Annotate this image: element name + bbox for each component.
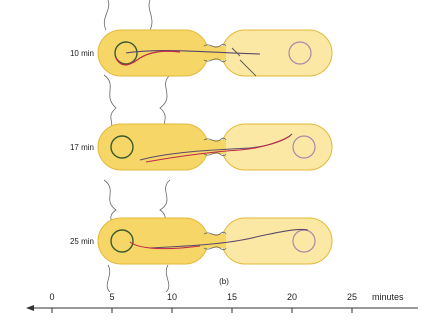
timeline-tick-label: 0 [49, 292, 54, 302]
panel-label: (b) [219, 277, 229, 286]
donor-cell [98, 124, 208, 170]
mating-pair-row-2: 17 min [70, 124, 332, 170]
timeline: 0 5 10 15 20 25 minutes [26, 292, 418, 313]
conjugation-bridge [204, 234, 226, 248]
timeline-tick-label: 5 [109, 292, 114, 302]
time-label: 25 min [70, 237, 94, 246]
time-label: 17 min [70, 143, 94, 152]
timeline-tick-label: 20 [287, 292, 297, 302]
timeline-tick-label: 10 [167, 292, 177, 302]
mating-pair-row-1: 10 min [70, 30, 332, 76]
donor-cell [98, 218, 208, 264]
time-label: 10 min [70, 49, 94, 58]
timeline-tick-label: 25 [347, 292, 357, 302]
timeline-unit: minutes [372, 292, 404, 302]
timeline-tick-label: 15 [227, 292, 237, 302]
mating-pair-row-3: 25 min [70, 218, 332, 264]
timeline-arrowhead [26, 305, 34, 311]
